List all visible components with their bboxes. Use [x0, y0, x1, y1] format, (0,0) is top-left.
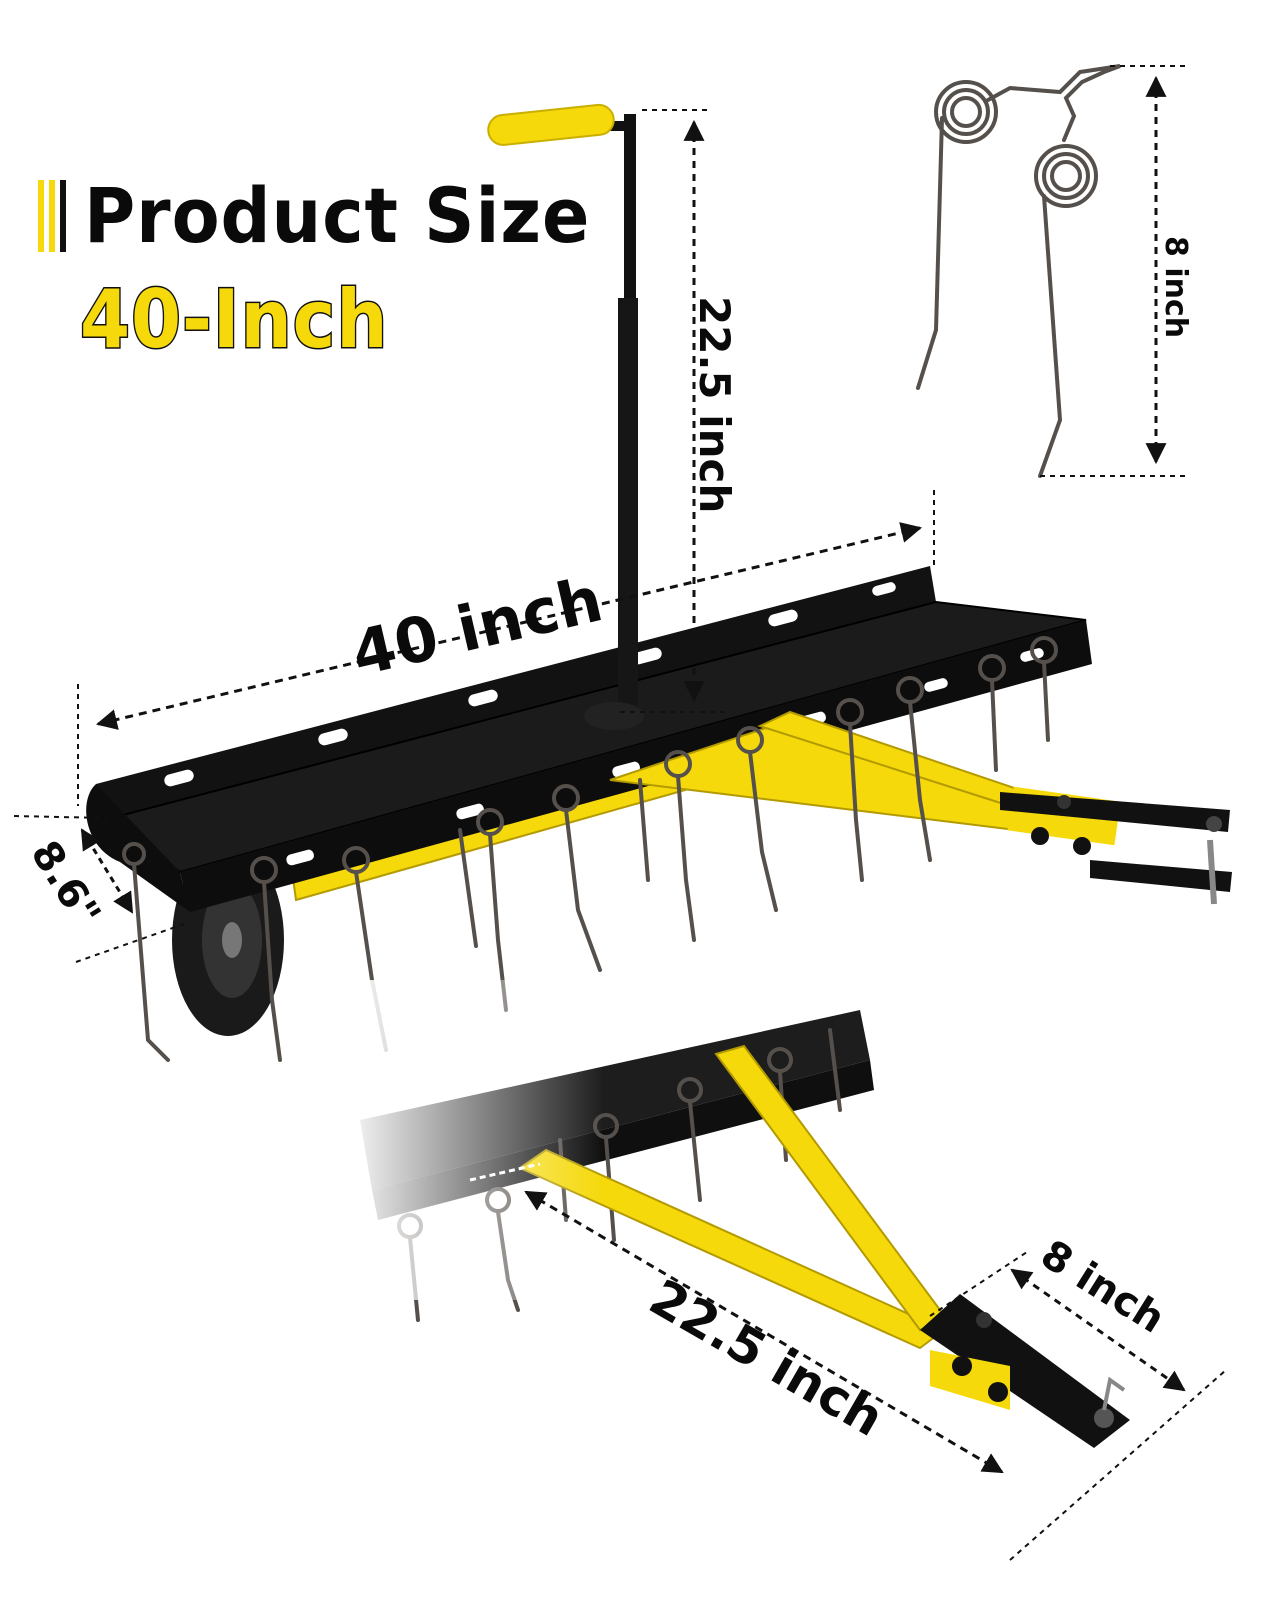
tine-height-dimension	[1040, 65, 1190, 477]
spare-tine-illustration	[916, 64, 1121, 478]
detail-view	[340, 980, 1130, 1448]
frame-depth-label: 8.6"	[22, 833, 110, 935]
page-title: Product Size	[84, 171, 591, 260]
hitch-width-dimension	[929, 1249, 1227, 1561]
hitch-width-label: 8 inch	[1033, 1231, 1173, 1342]
frame-depth-dimension	[13, 815, 185, 963]
title-accent-bars	[38, 180, 66, 252]
tow-bar	[609, 710, 1232, 905]
tine-height-label: 8 inch	[1158, 236, 1193, 338]
frame-end-cap	[86, 784, 190, 912]
frame-top	[101, 600, 1087, 874]
product-size-label: 40-Inch	[79, 272, 389, 368]
handle-height-label: 22.5 inch	[690, 296, 739, 513]
frame-width-dimension	[77, 490, 935, 806]
